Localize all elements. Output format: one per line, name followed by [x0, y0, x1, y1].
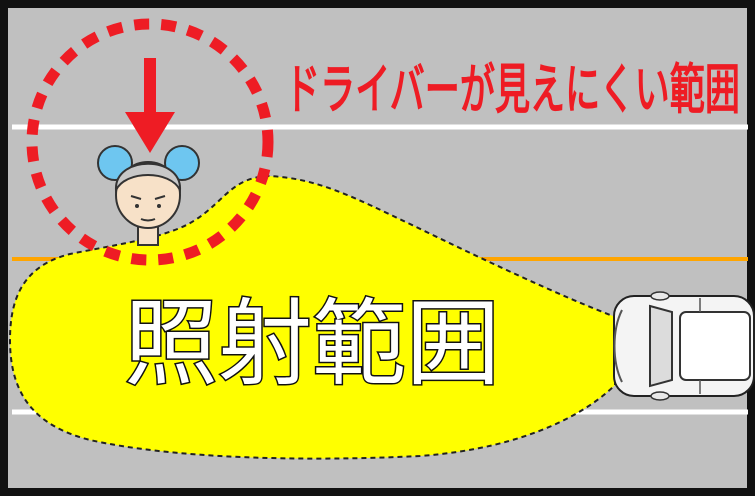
warning-label: ドライバーが見えにくい範囲: [285, 58, 740, 121]
down-arrow-icon: [125, 58, 175, 153]
pedestrian-icon: [97, 145, 200, 246]
car-topview-icon: [613, 291, 755, 401]
dashed-circle-icon: [26, 18, 274, 266]
headlight-beam-area: [8, 174, 620, 460]
beam-label: 照射範囲: [124, 290, 500, 399]
